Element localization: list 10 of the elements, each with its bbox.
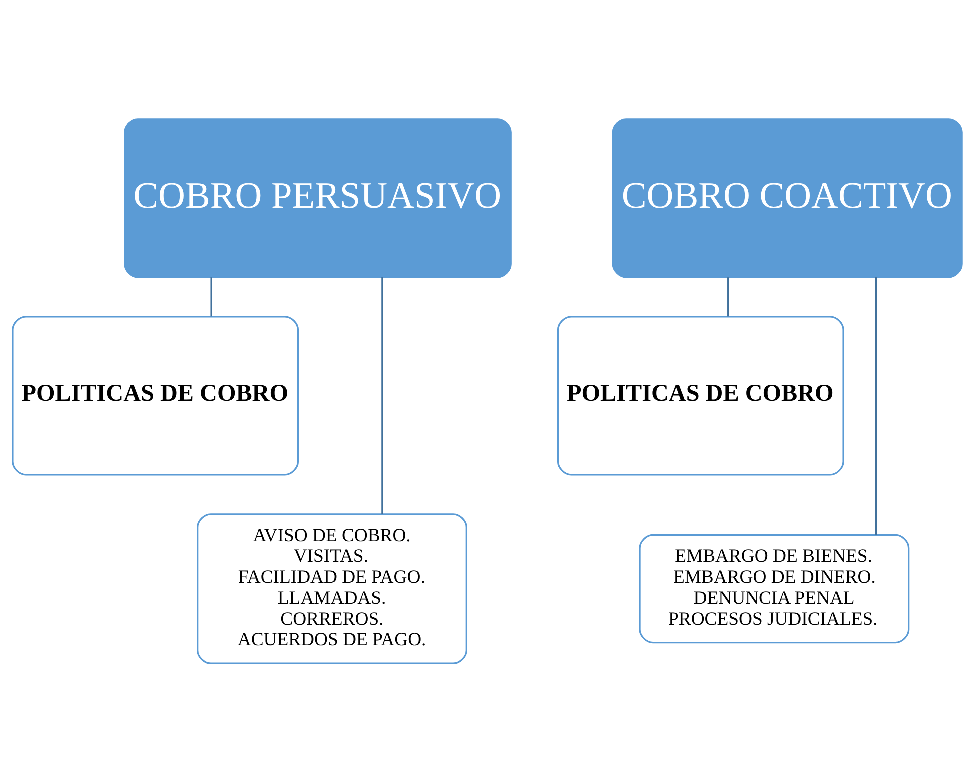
node-box: EMBARGO DE BIENES. EMBARGO DE DINERO. DENUNCIA PENAL PROCESOS JUDICIALES. [639, 534, 910, 644]
node-box: POLITICAS DE COBRO [557, 316, 844, 476]
node-box: COBRO PERSUASIVO [124, 118, 512, 278]
connector [382, 276, 384, 514]
node-box: AVISO DE COBRO. VISITAS. FACILIDAD DE PAGO. LLAMADAS. CORREROS. ACUERDOS DE PAGO. [197, 513, 468, 664]
node-box: POLITICAS DE COBRO [12, 316, 300, 476]
node-box: COBRO COACTIVO [612, 118, 963, 278]
connector [728, 277, 730, 316]
connector [875, 276, 878, 535]
connector [210, 277, 212, 316]
